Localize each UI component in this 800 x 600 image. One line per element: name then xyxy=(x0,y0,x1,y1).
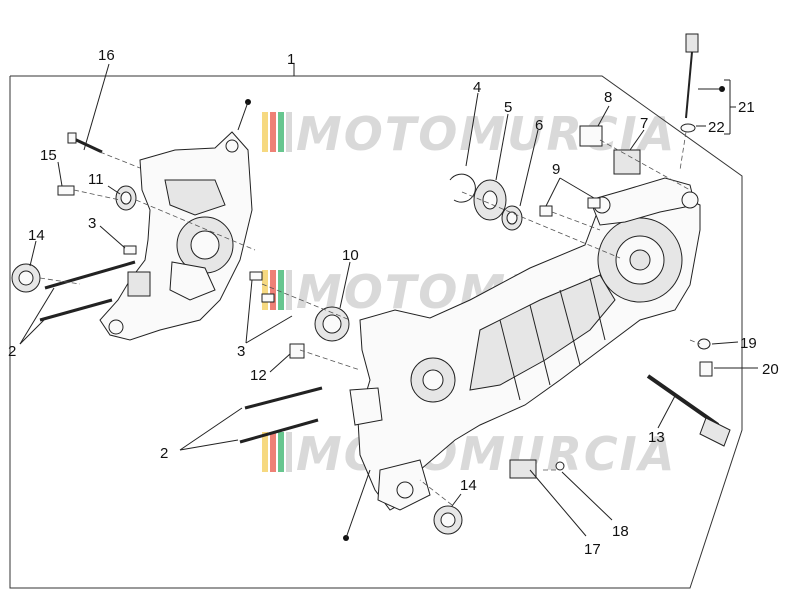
callout-14-bottom: 14 xyxy=(460,477,477,494)
watermark-stripe-green xyxy=(278,112,284,152)
callout-1: 1 xyxy=(287,51,295,68)
watermark-stripe-grey xyxy=(286,112,292,152)
callout-21: 21 xyxy=(738,99,755,116)
studs xyxy=(39,260,323,444)
dowel-9a xyxy=(539,205,553,217)
callout-20: 20 xyxy=(762,361,779,378)
bearing-10 xyxy=(314,306,350,342)
callout-3-lower: 3 xyxy=(237,343,245,360)
watermark-stripe-green xyxy=(278,432,284,472)
washer-19 xyxy=(697,338,711,350)
dowel-9b xyxy=(587,197,601,209)
callout-7: 7 xyxy=(640,115,648,132)
watermark-stripe-yellow xyxy=(262,432,268,472)
bushing-7 xyxy=(613,149,641,175)
callout-12: 12 xyxy=(250,367,267,384)
callout-11: 11 xyxy=(88,171,104,188)
screw-18 xyxy=(555,461,565,471)
shaft-13 xyxy=(646,374,731,447)
callout-2-left: 2 xyxy=(8,343,16,360)
watermark-stripe-red xyxy=(270,432,276,472)
watermark-stripe-grey xyxy=(286,432,292,472)
callout-2-bottom: 2 xyxy=(160,445,168,462)
watermark-stripe-green xyxy=(278,270,284,310)
callout-15: 15 xyxy=(40,147,57,164)
callout-18: 18 xyxy=(612,523,629,540)
washer-22 xyxy=(680,123,696,133)
circlip-4 xyxy=(449,173,476,203)
callout-14-left: 14 xyxy=(28,227,45,244)
bushing-14a xyxy=(11,263,41,293)
watermark-stripe-yellow xyxy=(262,112,268,152)
callout-8: 8 xyxy=(604,89,612,106)
bushing-8 xyxy=(579,125,603,147)
callout-9: 9 xyxy=(552,161,560,178)
watermark-3: MOTOMURCIA xyxy=(262,427,676,481)
assembly-guides xyxy=(39,131,701,506)
callout-13: 13 xyxy=(648,429,665,446)
callout-4: 4 xyxy=(473,79,481,96)
leader-lines xyxy=(19,63,758,539)
watermark-stripe-yellow xyxy=(262,270,268,310)
bolt-16 xyxy=(67,132,103,154)
dipstick-21 xyxy=(685,33,699,119)
seal-11 xyxy=(115,185,137,211)
dowel-3c xyxy=(261,293,275,303)
callout-3-upper: 3 xyxy=(88,215,96,232)
dowel-3b xyxy=(249,271,263,281)
watermark-stripe-red xyxy=(270,270,276,310)
right-crankcase-half xyxy=(349,177,701,511)
left-crankcase-half xyxy=(99,131,253,341)
assembly-frame xyxy=(9,75,743,589)
callout-6: 6 xyxy=(535,117,543,134)
bearing-5 xyxy=(473,179,507,221)
callout-22: 22 xyxy=(708,119,725,136)
dowel-3a xyxy=(123,245,137,255)
callout-5: 5 xyxy=(504,99,512,116)
watermark-stripe-red xyxy=(270,112,276,152)
watermark-1: MOTOMURCIA xyxy=(262,107,676,161)
watermark-text: MOTOMURCIA xyxy=(296,107,676,161)
seal-6 xyxy=(501,205,523,231)
callout-16: 16 xyxy=(98,47,115,64)
bushing-14b xyxy=(433,505,463,535)
plug-20 xyxy=(699,361,713,377)
dowel-15 xyxy=(57,185,75,196)
callout-labels: 1 16 15 11 3 14 2 3 10 12 2 4 5 6 8 7 9 … xyxy=(8,47,779,558)
watermark-text: MOTOMURCIA xyxy=(296,427,676,481)
callout-19: 19 xyxy=(740,335,757,352)
callout-10: 10 xyxy=(342,247,359,264)
watermark-stripe-grey xyxy=(286,270,292,310)
callout-17: 17 xyxy=(584,541,601,558)
